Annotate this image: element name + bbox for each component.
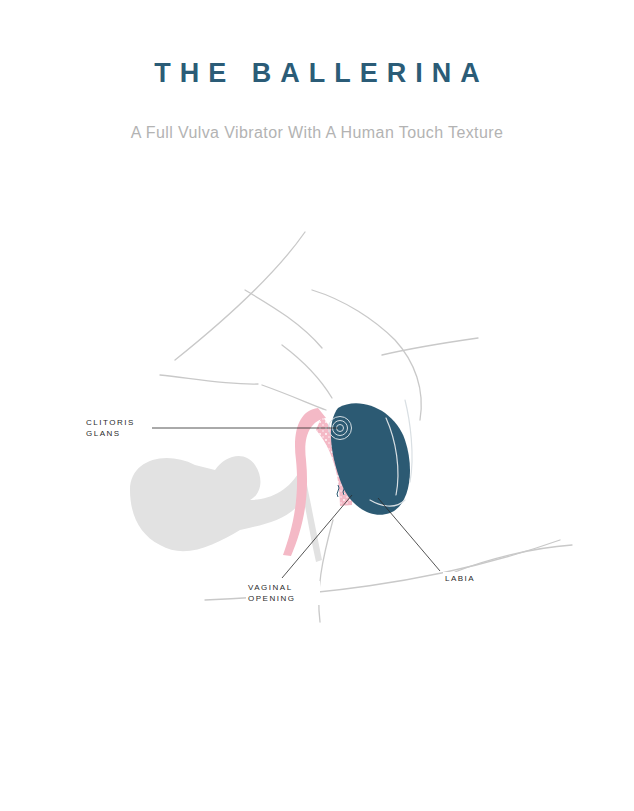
- title: THE BALLERINA: [0, 58, 634, 89]
- part-label: LABIA: [443, 572, 497, 585]
- vibrator-body: [331, 403, 410, 514]
- vibration-waves: [337, 483, 345, 497]
- part-label: CLITORIS GLANS: [84, 416, 150, 440]
- body-outline: [160, 232, 572, 622]
- subtitle: A Full Vulva Vibrator With A Human Touch…: [0, 124, 634, 142]
- pelvic-organ: [130, 456, 302, 551]
- hand-outline: [370, 400, 412, 506]
- part-label: VAGINAL OPENING: [246, 581, 320, 605]
- leader-lines: [152, 428, 440, 578]
